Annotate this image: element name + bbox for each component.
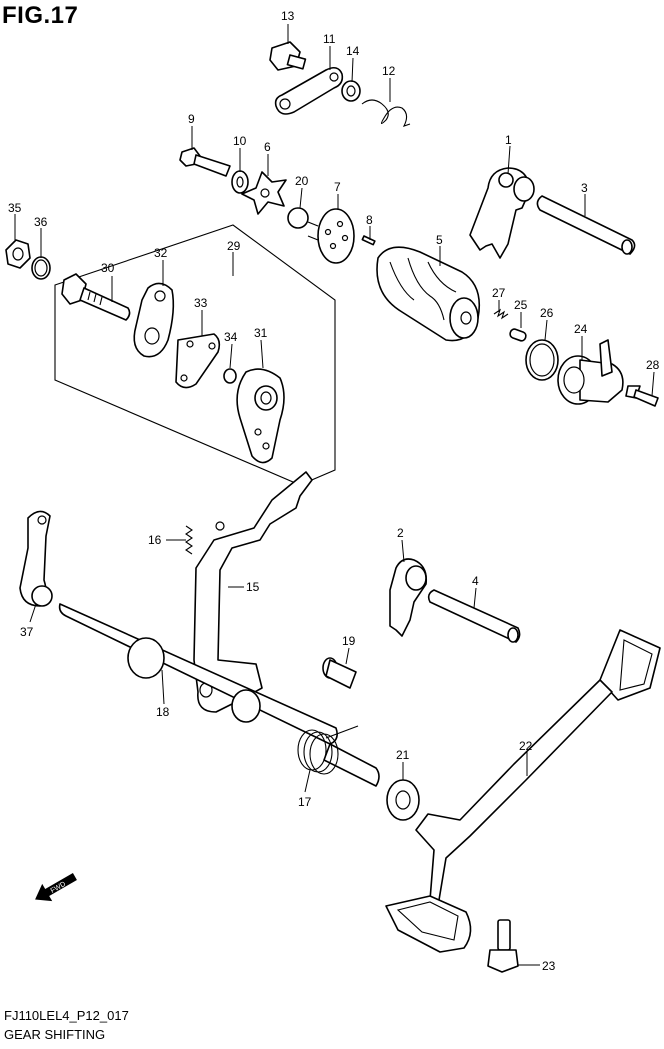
figure-code: FJ110LEL4_P12_017 xyxy=(4,1008,129,1023)
leader-lines xyxy=(14,24,655,966)
callout-34: 34 xyxy=(224,330,238,344)
callout-6: 6 xyxy=(264,140,271,154)
callout-24: 24 xyxy=(574,322,588,336)
part-13-bolt xyxy=(269,41,307,71)
callout-19: 19 xyxy=(342,634,356,648)
callout-36: 36 xyxy=(34,215,48,229)
part-23-bolt xyxy=(487,919,519,973)
part-17-return-spring xyxy=(297,725,359,775)
part-36-washer xyxy=(31,256,51,280)
part-group-box xyxy=(54,224,336,486)
part-1-shift-fork xyxy=(469,167,535,259)
part-34-o-ring xyxy=(223,368,237,384)
callout-23: 23 xyxy=(542,959,556,973)
figure-name: GEAR SHIFTING xyxy=(4,1027,106,1042)
callout-16: 16 xyxy=(148,533,162,547)
callout-14: 14 xyxy=(346,44,360,58)
part-7-pin-plate xyxy=(307,208,355,264)
callout-13: 13 xyxy=(281,9,295,23)
part-12-spring xyxy=(361,99,411,127)
callout-20: 20 xyxy=(295,174,309,188)
callout-27: 27 xyxy=(492,286,506,300)
callout-18: 18 xyxy=(156,705,170,719)
callout-35: 35 xyxy=(8,201,22,215)
part-6-star-plate xyxy=(241,171,287,215)
callout-21: 21 xyxy=(396,748,410,762)
part-21-oil-seal xyxy=(386,779,420,821)
callout-26: 26 xyxy=(540,306,554,320)
callout-9: 9 xyxy=(188,112,195,126)
part-16-spring xyxy=(185,525,193,555)
callout-8: 8 xyxy=(366,213,373,227)
callout-3: 3 xyxy=(581,181,588,195)
part-22-gearshift-pedal xyxy=(385,629,661,953)
part-25-pin xyxy=(509,328,527,342)
part-32-stopper-arm xyxy=(133,282,175,358)
part-14-washer xyxy=(341,80,361,102)
callout-33: 33 xyxy=(194,296,208,310)
part-26-o-ring xyxy=(525,339,559,381)
part-3-shaft xyxy=(536,195,636,255)
part-37-lever xyxy=(19,510,53,607)
part-33-plate xyxy=(175,333,221,389)
callout-29: 29 xyxy=(227,239,241,253)
callout-30: 30 xyxy=(101,261,115,275)
callout-1: 1 xyxy=(505,133,512,147)
callout-15: 15 xyxy=(246,580,260,594)
figure-title: FIG.17 xyxy=(2,2,79,29)
part-10-washer xyxy=(231,170,249,194)
part-5-shift-drum xyxy=(376,246,481,342)
part-4-shaft xyxy=(427,589,521,643)
part-27-spring xyxy=(493,308,509,320)
figure-footer: FJ110LEL4_P12_017 GEAR SHIFTING xyxy=(4,1006,129,1044)
part-9-bolt xyxy=(179,147,231,177)
part-11-arm xyxy=(274,66,344,115)
callout-2: 2 xyxy=(397,526,404,540)
callout-11: 11 xyxy=(323,32,336,46)
callout-4: 4 xyxy=(472,574,479,588)
part-2-shift-fork xyxy=(389,558,428,637)
part-15-shift-arm xyxy=(193,471,313,713)
part-19-pin xyxy=(322,657,357,689)
callout-22: 22 xyxy=(519,739,533,753)
callout-17: 17 xyxy=(298,795,312,809)
callout-numbers: 13 11 14 12 9 10 6 20 7 8 5 1 3 35 36 30… xyxy=(8,9,660,973)
part-20-collar xyxy=(287,207,309,229)
callout-10: 10 xyxy=(233,134,247,148)
callout-31: 31 xyxy=(254,326,268,340)
part-31-gearshift-cam xyxy=(236,368,285,464)
part-30-bolt xyxy=(61,273,131,321)
callout-7: 7 xyxy=(334,180,341,194)
callout-28: 28 xyxy=(646,358,660,372)
part-8-pin xyxy=(361,235,376,246)
callout-37: 37 xyxy=(20,625,34,639)
part-28-screw xyxy=(625,385,659,407)
callout-12: 12 xyxy=(382,64,396,78)
fwd-label: FWD xyxy=(50,881,67,895)
part-24-gear-position-switch xyxy=(557,339,624,405)
callout-5: 5 xyxy=(436,233,443,247)
fwd-arrow-icon: FWD xyxy=(35,873,77,902)
callout-25: 25 xyxy=(514,298,528,312)
part-35-nut xyxy=(5,239,31,269)
callout-32: 32 xyxy=(154,246,168,260)
